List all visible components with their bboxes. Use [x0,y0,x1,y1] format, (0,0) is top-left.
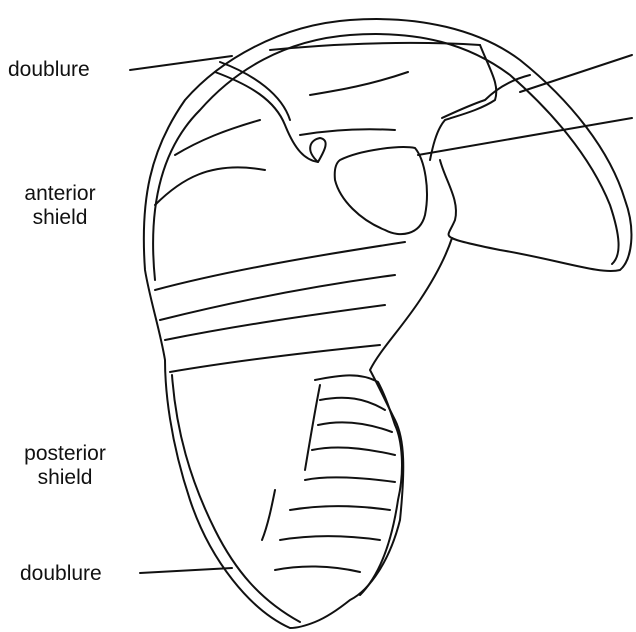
label-anterior-shield: anterior shield [10,182,110,230]
posterior-line-4 [305,477,395,482]
posterior-line-6 [280,536,380,540]
central-lobe [335,147,427,234]
leader-line-right-lower [418,118,632,155]
label-anterior-line2: shield [10,206,110,230]
label-doublure-top: doublure [8,58,90,82]
label-posterior-line1: posterior [10,442,120,466]
surface-line-1 [310,72,408,95]
posterior-line-7 [275,566,360,572]
label-posterior-line2: shield [10,466,120,490]
posterior-line-3 [312,448,395,455]
transverse-line-2 [160,275,395,320]
leader-line-doublure-top [130,56,232,70]
transverse-line-4 [170,345,380,372]
transverse-line-1 [155,242,405,290]
outer-outline [144,19,632,628]
label-doublure-bottom: doublure [20,562,102,586]
surface-line-4 [155,167,265,205]
doublure-inner-line-top [153,34,618,280]
posterior-line-1 [320,398,385,410]
surface-line-2 [300,129,395,135]
posterior-short-line [262,490,275,540]
notch-line [310,138,325,162]
label-doublure-top-text: doublure [8,58,90,81]
fold-line-left [215,72,318,162]
posterior-fold-line [315,375,402,595]
leader-line-doublure-bottom [140,568,232,573]
posterior-line-5 [290,506,390,510]
label-doublure-bottom-text: doublure [20,562,102,585]
label-anterior-line1: anterior [10,182,110,206]
label-posterior-shield: posterior shield [10,442,120,490]
posterior-inner-ridge [305,385,320,470]
right-lobe-lower [440,160,456,238]
posterior-line-2 [318,422,392,432]
